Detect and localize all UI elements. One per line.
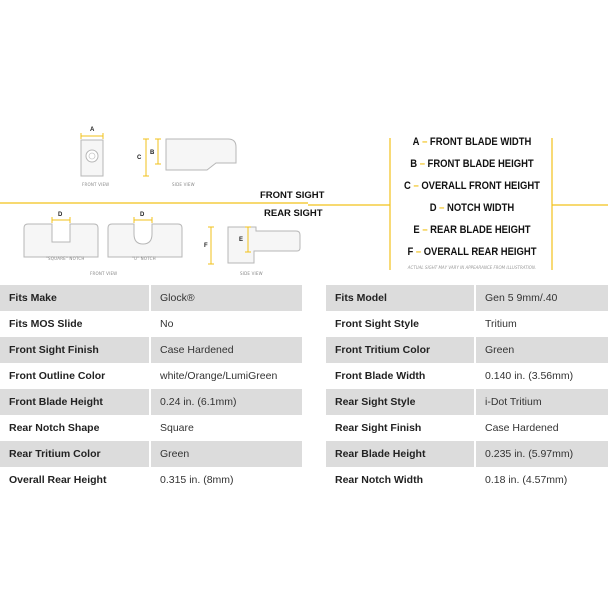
- table-row: Rear Tritium Color Green: [0, 441, 302, 467]
- table-row: Rear Sight Style i-Dot Tritium: [326, 389, 608, 415]
- front-view-bottom-caption: FRONT VIEW: [90, 271, 117, 276]
- side-view-top-caption: SIDE VIEW: [172, 182, 195, 187]
- legend-separator: –: [422, 136, 428, 148]
- dimension-b-label: B: [150, 150, 155, 156]
- dimension-f-label: F: [204, 243, 208, 249]
- legend-text-f: OVERALL REAR HEIGHT: [423, 246, 537, 258]
- legend-item-d: D–NOTCH WIDTH: [403, 202, 541, 214]
- spec-value: Gen 5 9mm/.40: [474, 285, 608, 311]
- table-row: Rear Notch Width 0.18 in. (4.57mm): [326, 467, 608, 493]
- spec-label: Rear Sight Finish: [335, 422, 422, 434]
- spec-value: Case Hardened: [474, 415, 608, 441]
- spec-value: 0.315 in. (8mm): [149, 467, 302, 493]
- spec-label: Overall Rear Height: [9, 474, 107, 486]
- legend-letter-e: E: [413, 224, 420, 236]
- spec-label: Rear Tritium Color: [9, 448, 101, 460]
- legend-item-f: F–OVERALL REAR HEIGHT: [403, 246, 541, 258]
- spec-table-right: Fits Model Gen 5 9mm/.40 Front Sight Sty…: [326, 285, 608, 493]
- spec-label: Front Blade Width: [335, 370, 426, 382]
- table-row: Front Outline Color white/Orange/LumiGre…: [0, 363, 302, 389]
- spec-table-left: Fits Make Glock® Fits MOS Slide No Front…: [0, 285, 302, 493]
- spec-label: Fits Model: [335, 292, 387, 304]
- legend-text-a: FRONT BLADE WIDTH: [429, 136, 532, 148]
- spec-value: 0.24 in. (6.1mm): [149, 389, 302, 415]
- legend-text-e: REAR BLADE HEIGHT: [430, 224, 531, 236]
- table-row: Front Sight Finish Case Hardened: [0, 337, 302, 363]
- legend-separator: –: [413, 180, 419, 192]
- front-sight-label: FRONT SIGHT: [260, 190, 325, 201]
- spec-value: 0.18 in. (4.57mm): [474, 467, 608, 493]
- legend-letter-a: A: [412, 136, 420, 148]
- spec-label: Front Sight Finish: [9, 344, 99, 356]
- spec-label: Rear Notch Width: [335, 474, 423, 486]
- legend-text-c: OVERALL FRONT HEIGHT: [421, 180, 540, 192]
- legend-item-e: E–REAR BLADE HEIGHT: [403, 224, 541, 236]
- legend-item-b: B–FRONT BLADE HEIGHT: [403, 158, 541, 170]
- spec-label: Rear Sight Style: [335, 396, 416, 408]
- spec-value: i-Dot Tritium: [474, 389, 608, 415]
- table-row: Rear Blade Height 0.235 in. (5.97mm): [326, 441, 608, 467]
- front-sight-side-view: [143, 138, 237, 177]
- table-row: Front Sight Style Tritium: [326, 311, 608, 337]
- rear-sight-side-view: [208, 226, 301, 265]
- legend-item-c: C–OVERALL FRONT HEIGHT: [403, 180, 541, 192]
- legend-separator: –: [422, 224, 428, 236]
- legend-letter-c: C: [404, 180, 411, 192]
- table-row: Fits MOS Slide No: [0, 311, 302, 337]
- legend-letter-f: F: [407, 246, 414, 258]
- dimension-legend: A–FRONT BLADE WIDTH B–FRONT BLADE HEIGHT…: [392, 132, 552, 272]
- spec-label: Rear Blade Height: [335, 448, 426, 460]
- u-notch-caption: "U" NOTCH: [132, 256, 156, 261]
- square-notch-caption: "SQUARE" NOTCH: [46, 256, 85, 261]
- legend-text-d: NOTCH WIDTH: [446, 202, 515, 214]
- table-row: Front Tritium Color Green: [326, 337, 608, 363]
- legend-disclaimer: ACTUAL SIGHT MAY VARY IN APPEARANCE FROM…: [407, 265, 537, 270]
- legend-text-b: FRONT BLADE HEIGHT: [427, 158, 534, 170]
- dimension-c-label: C: [137, 155, 142, 161]
- table-row: Fits Make Glock®: [0, 285, 302, 311]
- legend-letter-d: D: [429, 202, 437, 214]
- legend-letter-b: B: [410, 158, 418, 170]
- table-row: Front Blade Width 0.140 in. (3.56mm): [326, 363, 608, 389]
- side-view-bottom-caption: SIDE VIEW: [240, 271, 263, 276]
- spec-value: white/Orange/LumiGreen: [149, 363, 302, 389]
- table-row: Fits Model Gen 5 9mm/.40: [326, 285, 608, 311]
- rear-sight-label: REAR SIGHT: [264, 208, 323, 219]
- spec-label: Front Sight Style: [335, 318, 419, 330]
- spec-value: Glock®: [149, 285, 302, 311]
- front-view-top-caption: FRONT VIEW: [82, 182, 109, 187]
- table-row: Overall Rear Height 0.315 in. (8mm): [0, 467, 302, 493]
- dimension-d-label-square: D: [58, 212, 63, 218]
- legend-item-a: A–FRONT BLADE WIDTH: [403, 136, 541, 148]
- dimension-d-label-u: D: [140, 212, 145, 218]
- spec-value: Case Hardened: [149, 337, 302, 363]
- dimension-a-label: A: [90, 127, 95, 133]
- legend-separator: –: [415, 246, 422, 258]
- spec-value: Green: [474, 337, 608, 363]
- spec-value: Square: [149, 415, 302, 441]
- spec-value: Green: [149, 441, 302, 467]
- legend-separator: –: [439, 202, 445, 214]
- table-row: Front Blade Height 0.24 in. (6.1mm): [0, 389, 302, 415]
- table-row: Rear Sight Finish Case Hardened: [326, 415, 608, 441]
- rear-sight-u-notch-view: [107, 217, 183, 258]
- spec-value: Tritium: [474, 311, 608, 337]
- spec-label: Front Blade Height: [9, 396, 103, 408]
- dimension-e-label: E: [239, 237, 243, 243]
- spec-label: Rear Notch Shape: [9, 422, 100, 434]
- spec-label: Front Outline Color: [9, 370, 106, 382]
- spec-label: Front Tritium Color: [335, 344, 431, 356]
- rear-sight-square-notch-view: [23, 217, 99, 258]
- sight-dimension-diagram: FRONT SIGHT REAR SIGHT A FRONT VIEW C B …: [0, 127, 608, 276]
- table-row: Rear Notch Shape Square: [0, 415, 302, 441]
- spec-label: Fits MOS Slide: [9, 318, 83, 330]
- spec-value: 0.235 in. (5.97mm): [474, 441, 608, 467]
- legend-separator: –: [419, 158, 425, 170]
- front-sight-front-view: [80, 133, 104, 177]
- spec-value: No: [149, 311, 302, 337]
- spec-label: Fits Make: [9, 292, 57, 304]
- spec-value: 0.140 in. (3.56mm): [474, 363, 608, 389]
